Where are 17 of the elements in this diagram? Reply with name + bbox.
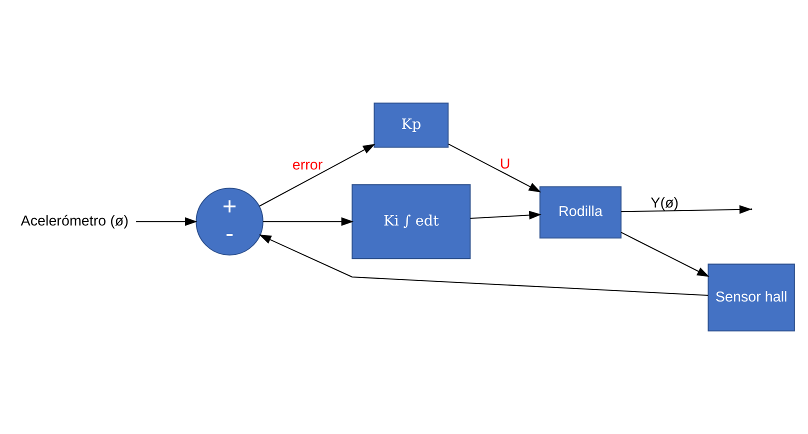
node-circle: + - [196,188,264,256]
edge-label: error [292,157,323,174]
node-box: Ki ∫ edt [352,184,471,260]
arrow [258,234,708,296]
arrow [259,144,376,207]
node-box: Kp [374,102,449,148]
edge-label: U [500,156,510,172]
node-box: Sensor hall [708,264,795,332]
node-text: Acelerómetro (ø) [20,213,128,230]
node-box: Rodilla [539,186,622,239]
edge-label: Y(ø) [650,195,679,212]
arrow [620,232,710,277]
arrow [263,217,354,226]
arrow [448,144,542,192]
arrow [470,210,542,220]
arrow [136,217,198,226]
arrow [621,205,752,214]
